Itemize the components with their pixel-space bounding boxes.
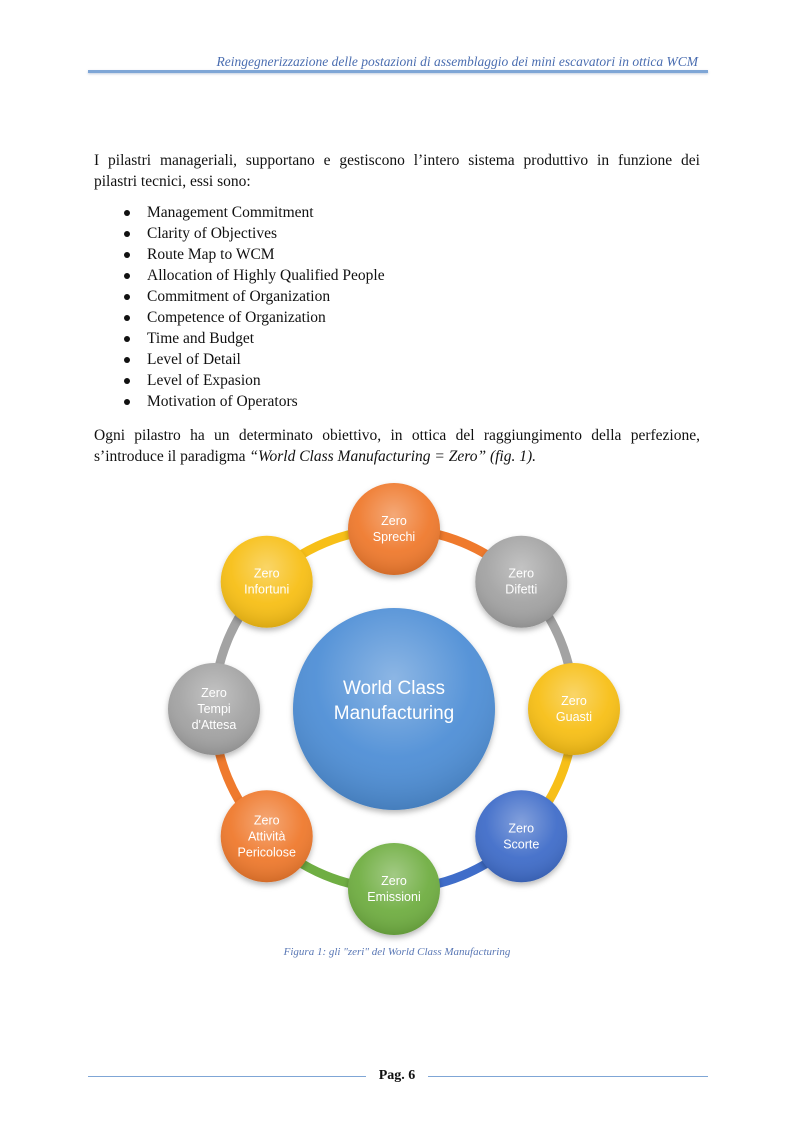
center-label-line-1: World Class [343, 678, 445, 699]
center-label-line-2: Manufacturing [334, 703, 454, 724]
intro-line-2: pilastri tecnici, essi sono: [94, 173, 251, 190]
wcm-zeros-diagram: World Class Manufacturing ZeroSprechiZer… [168, 483, 620, 935]
zero-node-gloss [220, 790, 313, 883]
list-item: Competence of Organization [122, 307, 385, 328]
intro-line-1: I pilastri manageriali, supportano e ges… [94, 152, 700, 169]
zero-node-gloss [348, 843, 440, 935]
page-number: Pag. 6 [378, 1068, 416, 1083]
zero-node-label: Zero [381, 874, 407, 888]
intro-paragraph: I pilastri manageriali, supportano e ges… [94, 150, 700, 192]
figure-caption: Figura 1: gli "zeri" del World Class Man… [283, 946, 511, 958]
list-item: Allocation of Highly Qualified People [122, 265, 385, 286]
paradigm-paragraph: Ogni pilastro ha un determinato obiettiv… [94, 425, 700, 467]
zero-node-label: Zero [561, 694, 587, 708]
list-item: Clarity of Objectives [122, 223, 385, 244]
zero-node-label: Zero [254, 813, 280, 827]
zero-node-label: d'Attesa [192, 718, 237, 732]
zero-node-gloss [475, 535, 568, 628]
list-item: Level of Expasion [122, 370, 385, 391]
zero-node-gloss [348, 483, 440, 575]
center-node: World Class Manufacturing [293, 608, 495, 810]
zero-node-label: Zero [201, 686, 227, 700]
zero-node-gloss [220, 535, 313, 628]
zero-node-gloss [475, 790, 568, 883]
zero-node-label: Infortuni [244, 583, 289, 597]
list-item: Motivation of Operators [122, 391, 385, 412]
zero-node-gloss [168, 663, 260, 755]
zero-nodes: ZeroSprechiZeroDifettiZeroGuastiZeroScor… [168, 483, 620, 935]
zero-node-label: Scorte [503, 837, 539, 851]
header-rule [88, 70, 708, 73]
list-item: Management Commitment [122, 202, 385, 223]
zero-node-label: Zero [254, 567, 280, 581]
zero-node-label: Zero [508, 821, 534, 835]
zero-node-label: Difetti [505, 583, 537, 597]
list-item: Commitment of Organization [122, 286, 385, 307]
zero-node-label: Sprechi [373, 530, 415, 544]
footer-rule-left [88, 1076, 366, 1077]
zero-node-label: Emissioni [367, 890, 421, 904]
zero-node-label: Pericolose [238, 845, 296, 859]
list-item: Route Map to WCM [122, 244, 385, 265]
paradigm-line-2-prefix: s’introduce il paradigma [94, 448, 250, 465]
managerial-pillars-list: Management Commitment Clarity of Objecti… [122, 202, 385, 412]
list-item: Level of Detail [122, 349, 385, 370]
paradigm-quote: “World Class Manufacturing = Zero” [249, 448, 487, 465]
zero-node-label: Zero [508, 567, 534, 581]
zero-node-label: Tempi [197, 702, 230, 716]
zero-node-label: Zero [381, 514, 407, 528]
list-item: Time and Budget [122, 328, 385, 349]
footer-rule-right [428, 1076, 708, 1077]
zero-node-label: Attività [248, 829, 286, 843]
center-gloss [293, 608, 495, 810]
running-header: Reingegnerizzazione delle postazioni di … [216, 54, 698, 69]
paradigm-line-1: Ogni pilastro ha un determinato obiettiv… [94, 427, 700, 444]
zero-node-label: Guasti [556, 710, 592, 724]
zero-node-gloss [528, 663, 620, 755]
figure-reference: (fig. 1). [486, 448, 537, 465]
